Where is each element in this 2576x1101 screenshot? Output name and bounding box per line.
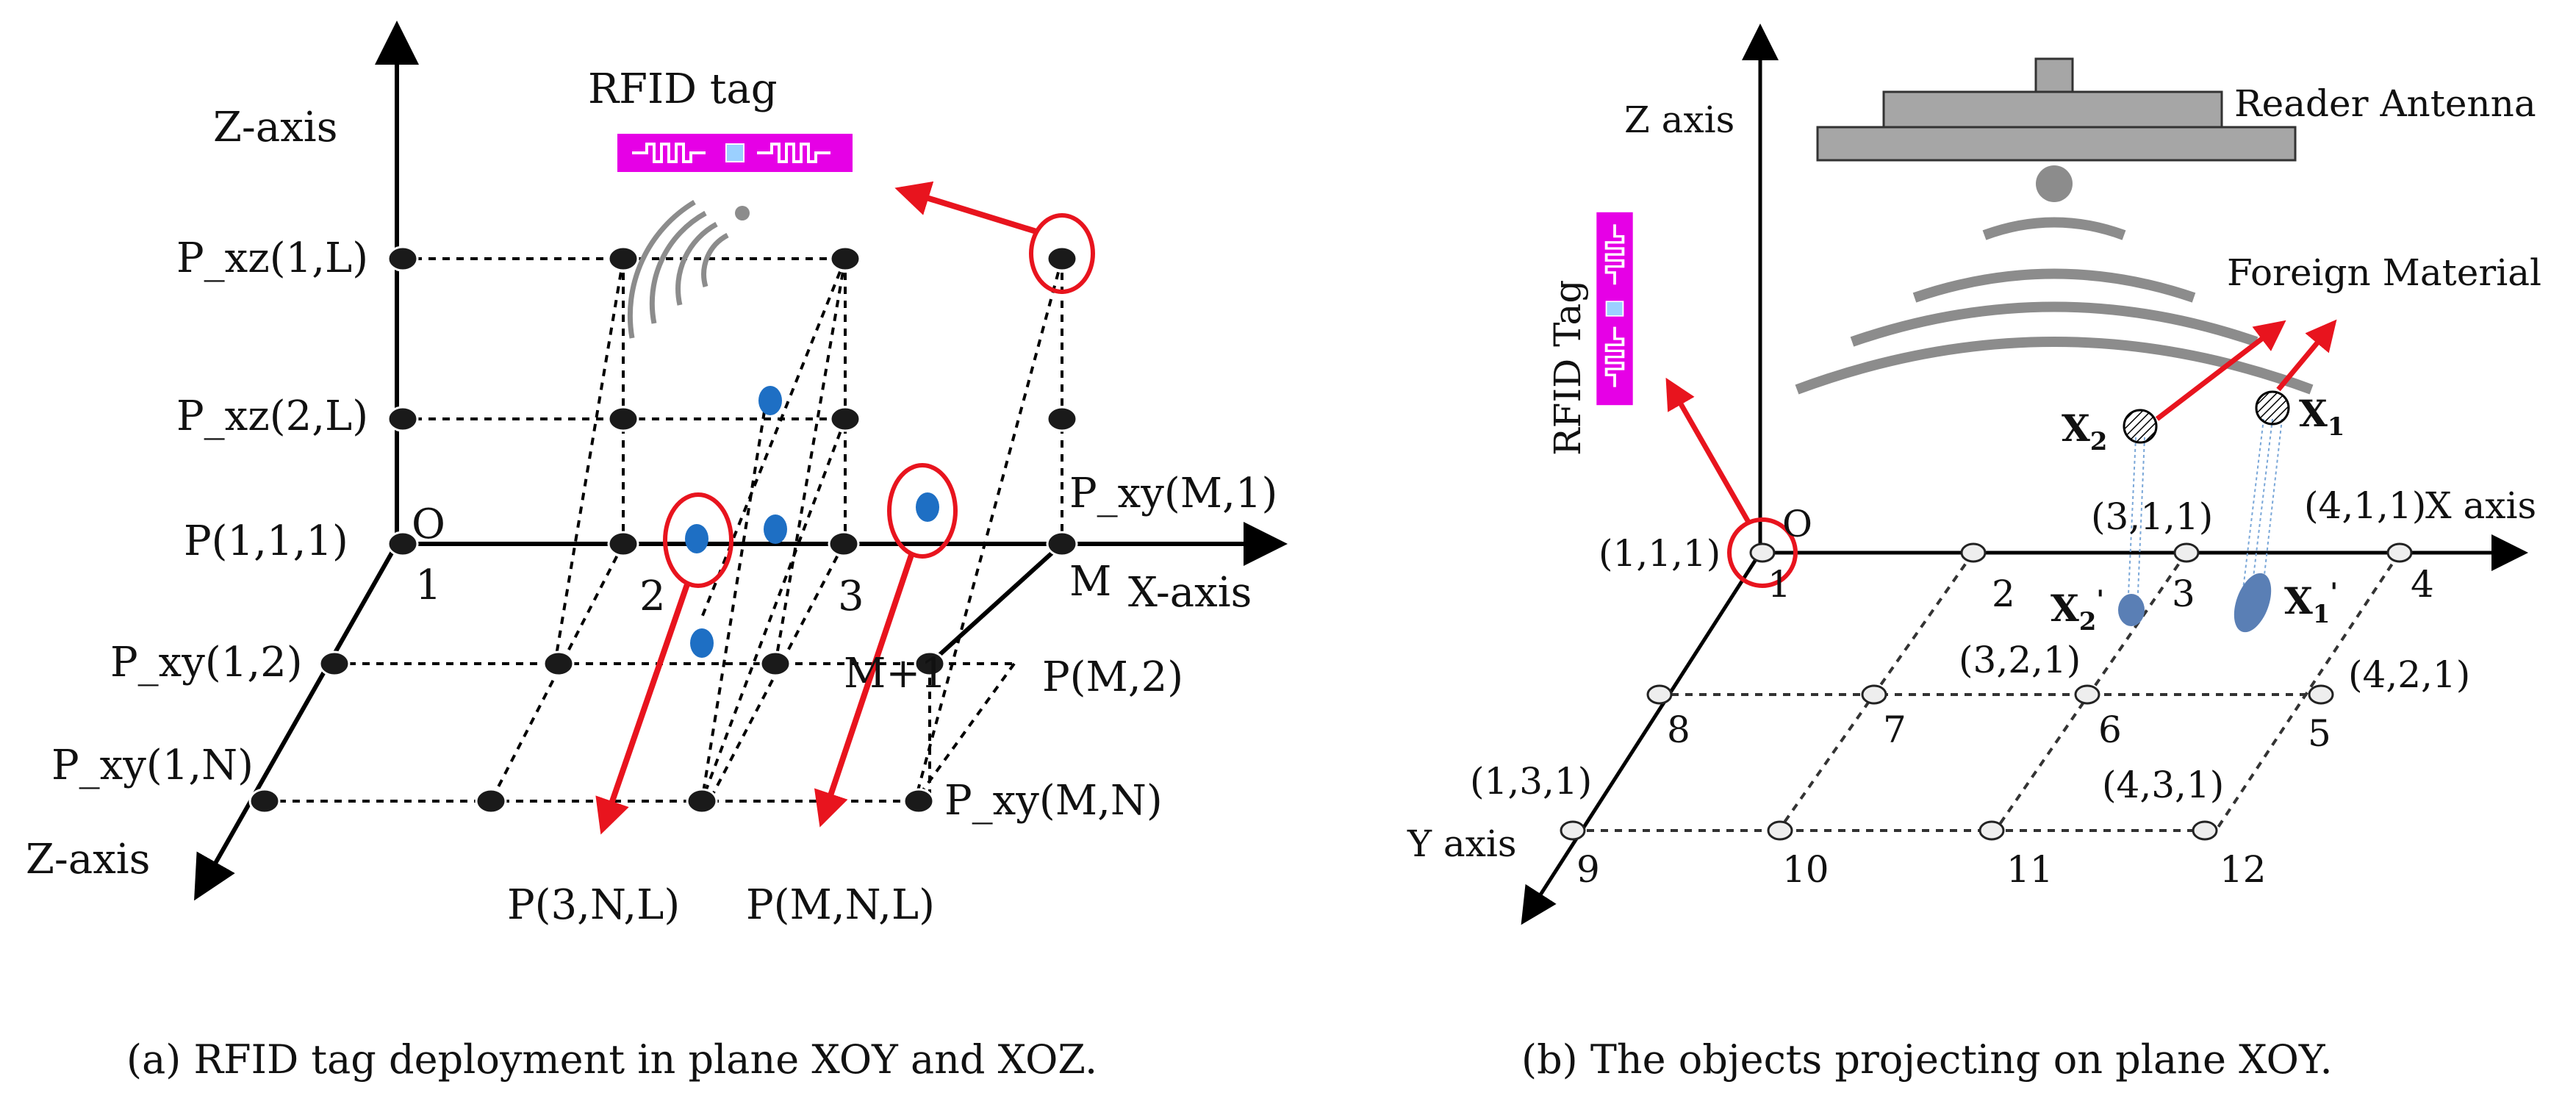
- node-3: 3: [2172, 573, 2195, 615]
- panel-a-tag-deployment: Z-axis RFID tag P_xz(1,L) P_xz(2,L) P(1,…: [26, 21, 1288, 1083]
- origin-label-b: O: [1782, 503, 1812, 545]
- node-11: 11: [2006, 848, 2053, 891]
- label-pxz2L: P_xz(2,L): [176, 392, 368, 440]
- node-9: 9: [1576, 848, 1600, 891]
- coord-111: (1,1,1): [1599, 532, 1721, 575]
- rfid-tag-icon: [616, 132, 854, 173]
- projection-x1: [2234, 573, 2272, 633]
- reader-antenna-icon: [1816, 57, 2297, 162]
- tag-nodes: [248, 245, 1078, 814]
- red-arrows-b: [1665, 319, 2337, 525]
- panel-b-object-projection: Z axis Reader Antenna Foreign Material R…: [1407, 24, 2541, 1083]
- highlight-circles: [663, 213, 1095, 588]
- z-axis-label-b: Z axis: [1624, 98, 1734, 141]
- node-12: 12: [2220, 848, 2267, 891]
- object-x2: [2123, 409, 2158, 444]
- node-2: 2: [1992, 573, 2015, 615]
- node-10: 10: [1782, 848, 1829, 891]
- red-arrows: [595, 181, 1038, 835]
- label-pxy12: P_xy(1,2): [110, 639, 303, 686]
- coord-131: (1,3,1): [1470, 760, 1592, 803]
- label-p3NL: P(3,N,L): [507, 881, 680, 929]
- origin-label-a: O: [412, 501, 445, 548]
- tag-nodes-b: [1560, 542, 2413, 841]
- rfid-tag-label-b: RFID Tag: [1546, 280, 1589, 456]
- caption-b: (b) The objects projecting on plane XOY.: [1521, 1036, 2333, 1083]
- x-axis-label-a: X-axis: [1128, 569, 1252, 617]
- node-6: 6: [2098, 709, 2122, 751]
- coord-431: (4,3,1): [2102, 764, 2224, 806]
- node-8: 8: [1667, 709, 1690, 751]
- grid-lines: [265, 257, 1063, 803]
- label-n3: 3: [838, 573, 864, 620]
- rfid-tag-icon-b: [1595, 210, 1635, 407]
- antenna-dot: [2036, 165, 2073, 202]
- label-pMNL: P(M,N,L): [746, 881, 935, 929]
- foreign-material-label: Foreign Material: [2227, 251, 2541, 294]
- label-x2-prime: X2': [2051, 585, 2104, 636]
- object-dots: [685, 386, 939, 658]
- label-pM2: P(M,2): [1042, 653, 1183, 701]
- coord-321: (3,2,1): [1959, 639, 2081, 681]
- label-x2: X2: [2062, 406, 2107, 456]
- label-p111: P(1,1,1): [184, 517, 348, 565]
- label-x1-prime: X1': [2284, 578, 2338, 629]
- label-pxyM1: P_xy(M,1): [1069, 470, 1277, 517]
- label-x1: X1: [2299, 392, 2344, 442]
- z-axis-top-label: Z-axis: [213, 104, 337, 151]
- label-n1: 1: [415, 562, 442, 609]
- grid-lines-b: [1573, 551, 2401, 832]
- label-pxy1N: P_xy(1,N): [51, 742, 254, 789]
- node-5: 5: [2308, 712, 2331, 755]
- y-axis-b: [1521, 551, 1762, 925]
- node-4: 4: [2411, 563, 2434, 606]
- origin-highlight: [1727, 517, 1798, 588]
- y-axis-label-b: Y axis: [1407, 822, 1517, 865]
- rfid-tag-title: RFID tag: [588, 65, 778, 113]
- object-x1: [2255, 390, 2290, 426]
- radio-waves-icon: [1795, 217, 2314, 395]
- coord-411: (4,1,1): [2304, 484, 2426, 527]
- caption-a: (a) RFID tag deployment in plane XOY and…: [126, 1036, 1097, 1083]
- label-n2: 2: [639, 573, 666, 620]
- signal-waves-icon: [627, 199, 750, 339]
- z-axis-bottom-label: Z-axis: [26, 836, 150, 883]
- solid-edge-m: [928, 542, 1064, 666]
- label-pxz1L: P_xz(1,L): [176, 234, 368, 282]
- label-nM1: M+1: [844, 650, 947, 697]
- projection-x2: [2118, 594, 2145, 626]
- x-axis-label-b: X axis: [2425, 484, 2536, 527]
- coord-311: (3,1,1): [2091, 495, 2213, 538]
- node-1: 1: [1768, 563, 1791, 606]
- node-7: 7: [1883, 709, 1906, 751]
- foreign-material-objects: [2118, 390, 2290, 633]
- label-pxyMN: P_xy(M,N): [944, 777, 1163, 825]
- z-axis-diagonal: [194, 542, 399, 901]
- coord-421: (4,2,1): [2348, 653, 2470, 696]
- label-nM: M: [1069, 558, 1111, 606]
- reader-antenna-label: Reader Antenna: [2234, 82, 2536, 125]
